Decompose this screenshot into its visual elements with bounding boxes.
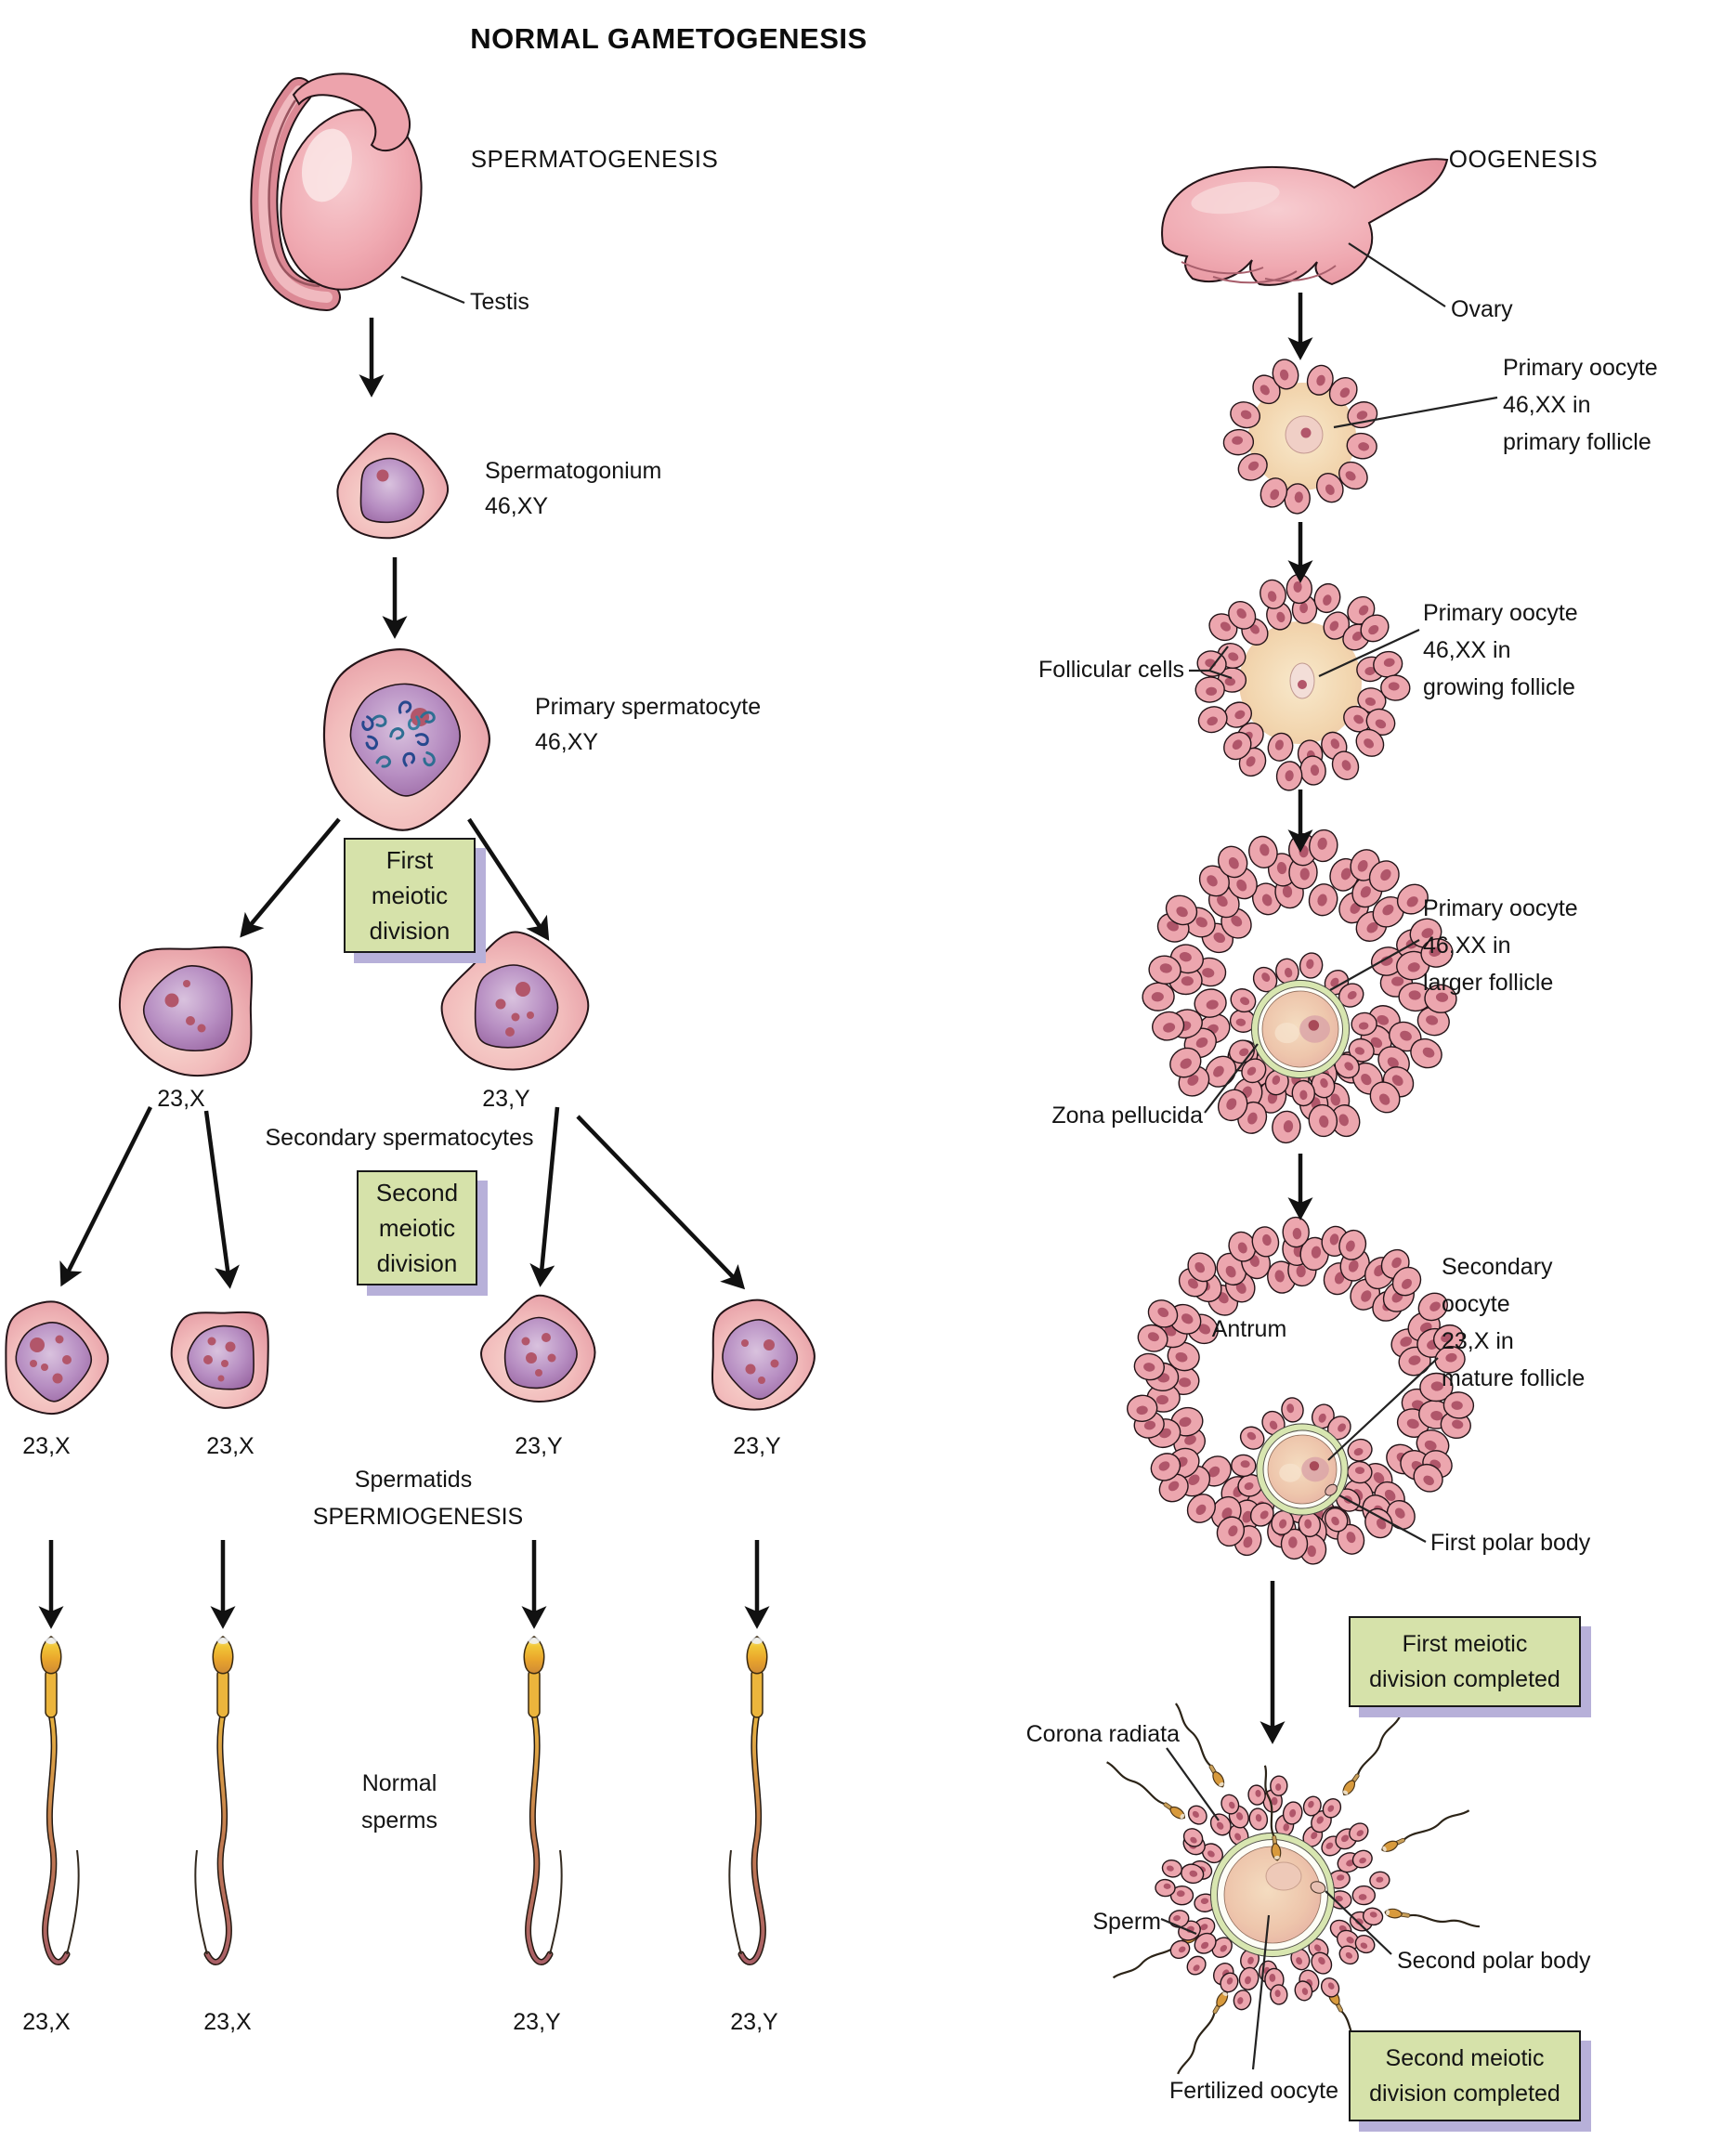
spermiogenesis-label: SPERMIOGENESIS — [312, 1504, 524, 1530]
ovary-label: Ovary — [1451, 296, 1513, 322]
spermatid-karyotype-3: 23,Y — [515, 1433, 563, 1459]
fertilized-oocyte-illustration — [1106, 1703, 1480, 2076]
growing-follicle-label: Primary oocyte 46,XX in growing follicle — [1423, 594, 1578, 706]
normal-sperms-line2: sperms — [361, 1807, 437, 1833]
growing-follicle-line1: Primary oocyte — [1423, 600, 1578, 626]
larger-follicle-line3: larger follicle — [1423, 970, 1554, 996]
box-line: First — [385, 846, 434, 874]
first-polar-body-label: First polar body — [1430, 1530, 1591, 1556]
first-meiotic-division-box: First meiotic division — [344, 838, 476, 953]
oogenesis-heading: OOGENESIS — [1448, 145, 1599, 173]
spermatogonium-label-line1: Spermatogonium — [485, 458, 662, 484]
testis-illustration — [250, 72, 423, 311]
box-line: division completed — [1369, 2081, 1560, 2107]
primary-spermatocyte-label-line1: Primary spermatocyte — [535, 694, 762, 720]
box-line: division completed — [1369, 1666, 1560, 1692]
sperm-karyotype-1: 23,X — [22, 2009, 71, 2035]
primary-follicle-line1: Primary oocyte — [1503, 355, 1658, 381]
ovary-illustration — [1161, 158, 1449, 286]
normal-sperms-label: Normal sperms — [330, 1765, 469, 1839]
secondary-spermatocyte-right-karyotype: 23,Y — [482, 1086, 530, 1112]
box-line: Second — [375, 1179, 459, 1207]
secondary-oocyte-line3: 23,X in — [1442, 1328, 1514, 1354]
spermatogonium-karyotype: 46,XY — [485, 493, 549, 519]
secondary-oocyte-line2: oocyte — [1442, 1291, 1510, 1317]
box-line: Second meiotic — [1385, 2045, 1545, 2071]
box-line: division — [376, 1249, 458, 1277]
sperm-karyotype-3: 23,Y — [513, 2009, 561, 2035]
zona-pellucida-label: Zona pellucida — [1051, 1103, 1203, 1129]
primary-follicle-label: Primary oocyte 46,XX in primary follicle — [1503, 349, 1658, 461]
secondary-oocyte-line4: mature follicle — [1442, 1365, 1586, 1391]
spermatid-karyotype-2: 23,X — [206, 1433, 255, 1459]
normal-sperms-line1: Normal — [361, 1770, 437, 1796]
normal-sperms-illustration — [40, 1636, 768, 1965]
follicular-cells-label: Follicular cells — [1038, 657, 1184, 683]
secondary-oocyte-line1: Secondary — [1442, 1254, 1553, 1280]
sperm-label: Sperm — [1092, 1909, 1161, 1935]
second-meiotic-completed-box: Second meiotic division completed — [1349, 2030, 1581, 2121]
second-polar-body-label: Second polar body — [1397, 1948, 1591, 1974]
spermatogonium-label: Spermatogonium 46,XY — [485, 453, 661, 524]
box-line: First meiotic — [1402, 1631, 1528, 1657]
fertilized-oocyte-label: Fertilized oocyte — [1168, 2078, 1339, 2104]
testis-label: Testis — [470, 289, 529, 315]
larger-follicle-label: Primary oocyte 46,XX in larger follicle — [1423, 890, 1578, 1001]
growing-follicle-line2: 46,XX in — [1423, 637, 1511, 663]
spermatid-karyotype-4: 23,Y — [733, 1433, 781, 1459]
page-title: NORMAL GAMETOGENESIS — [470, 22, 868, 55]
primary-spermatocyte-karyotype: 46,XY — [535, 729, 599, 755]
sperm-karyotype-4: 23,Y — [730, 2009, 778, 2035]
corona-radiata-label: Corona radiata — [1025, 1721, 1180, 1747]
box-line: meiotic — [371, 881, 449, 909]
first-meiotic-completed-box: First meiotic division completed — [1349, 1616, 1581, 1707]
spermatogenesis-heading: SPERMATOGENESIS — [470, 145, 719, 173]
box-line: meiotic — [378, 1214, 456, 1242]
larger-follicle-line2: 46,XX in — [1423, 933, 1511, 959]
sperm-karyotype-2: 23,X — [203, 2009, 252, 2035]
secondary-spermatocytes-label: Secondary spermatocytes — [265, 1125, 534, 1151]
label-leader-lines — [400, 242, 1498, 2070]
box-line: division — [369, 917, 450, 945]
spermatids-label: Spermatids — [354, 1467, 473, 1493]
antrum-label: Antrum — [1211, 1316, 1287, 1342]
primary-follicle-line2: 46,XX in — [1503, 392, 1591, 418]
secondary-spermatocyte-left-karyotype: 23,X — [157, 1086, 205, 1112]
second-meiotic-division-box: Second meiotic division — [357, 1170, 477, 1285]
secondary-oocyte-label: Secondary oocyte 23,X in mature follicle — [1442, 1248, 1585, 1397]
growing-follicle-line3: growing follicle — [1423, 674, 1575, 700]
spermatid-karyotype-1: 23,X — [22, 1433, 71, 1459]
primary-spermatocyte-label: Primary spermatocyte 46,XY — [535, 689, 761, 760]
flow-arrows — [38, 293, 1313, 1744]
spermatogenesis-cells — [5, 432, 816, 1416]
larger-follicle-line1: Primary oocyte — [1423, 895, 1578, 921]
primary-follicle-line3: primary follicle — [1503, 429, 1651, 455]
